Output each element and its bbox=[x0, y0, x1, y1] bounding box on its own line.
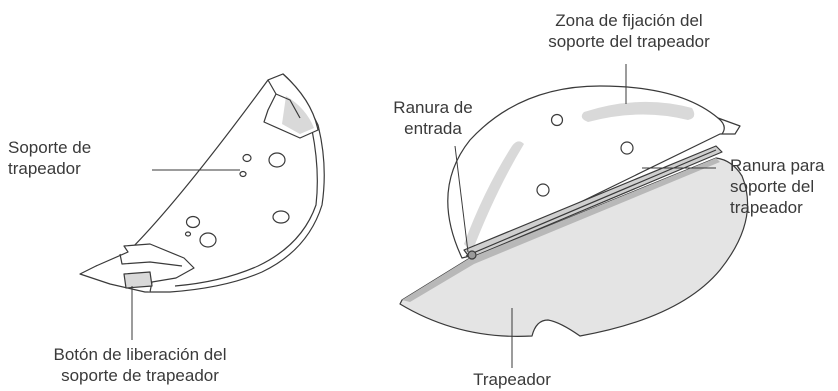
leader-entry-slot bbox=[454, 145, 469, 253]
hole bbox=[184, 231, 192, 237]
holder-dome bbox=[447, 85, 741, 259]
mop-holder-drawing bbox=[79, 73, 325, 293]
left-pad bbox=[464, 141, 524, 252]
label-attachment-zone: Zona de fijación del soporte del trapead… bbox=[548, 11, 710, 51]
label-release-button: Botón de liberación del soporte de trape… bbox=[53, 345, 227, 385]
mop-shape bbox=[399, 157, 749, 337]
leader-lines bbox=[131, 64, 716, 368]
hole bbox=[550, 113, 564, 127]
hole bbox=[268, 152, 286, 168]
hole bbox=[620, 141, 634, 155]
hole bbox=[199, 232, 217, 248]
hole bbox=[536, 183, 550, 197]
attachment-zone-pad bbox=[581, 101, 695, 122]
entry-slot-nub bbox=[467, 250, 477, 260]
hole bbox=[185, 215, 201, 229]
release-button-shape bbox=[123, 271, 153, 289]
label-mop: Trapeador bbox=[473, 370, 551, 389]
attached-drawing bbox=[399, 85, 749, 337]
label-entry-slot: Ranura de entrada bbox=[393, 98, 473, 138]
hole bbox=[272, 210, 290, 224]
hole bbox=[242, 153, 252, 163]
mop-top-edge bbox=[402, 158, 720, 302]
label-mop-holder: Soporte de trapeador bbox=[8, 138, 92, 178]
mop-holder-body bbox=[79, 73, 325, 293]
label-holder-slot: Ranura para soporte del trapeador bbox=[730, 156, 825, 217]
hole bbox=[239, 170, 247, 178]
